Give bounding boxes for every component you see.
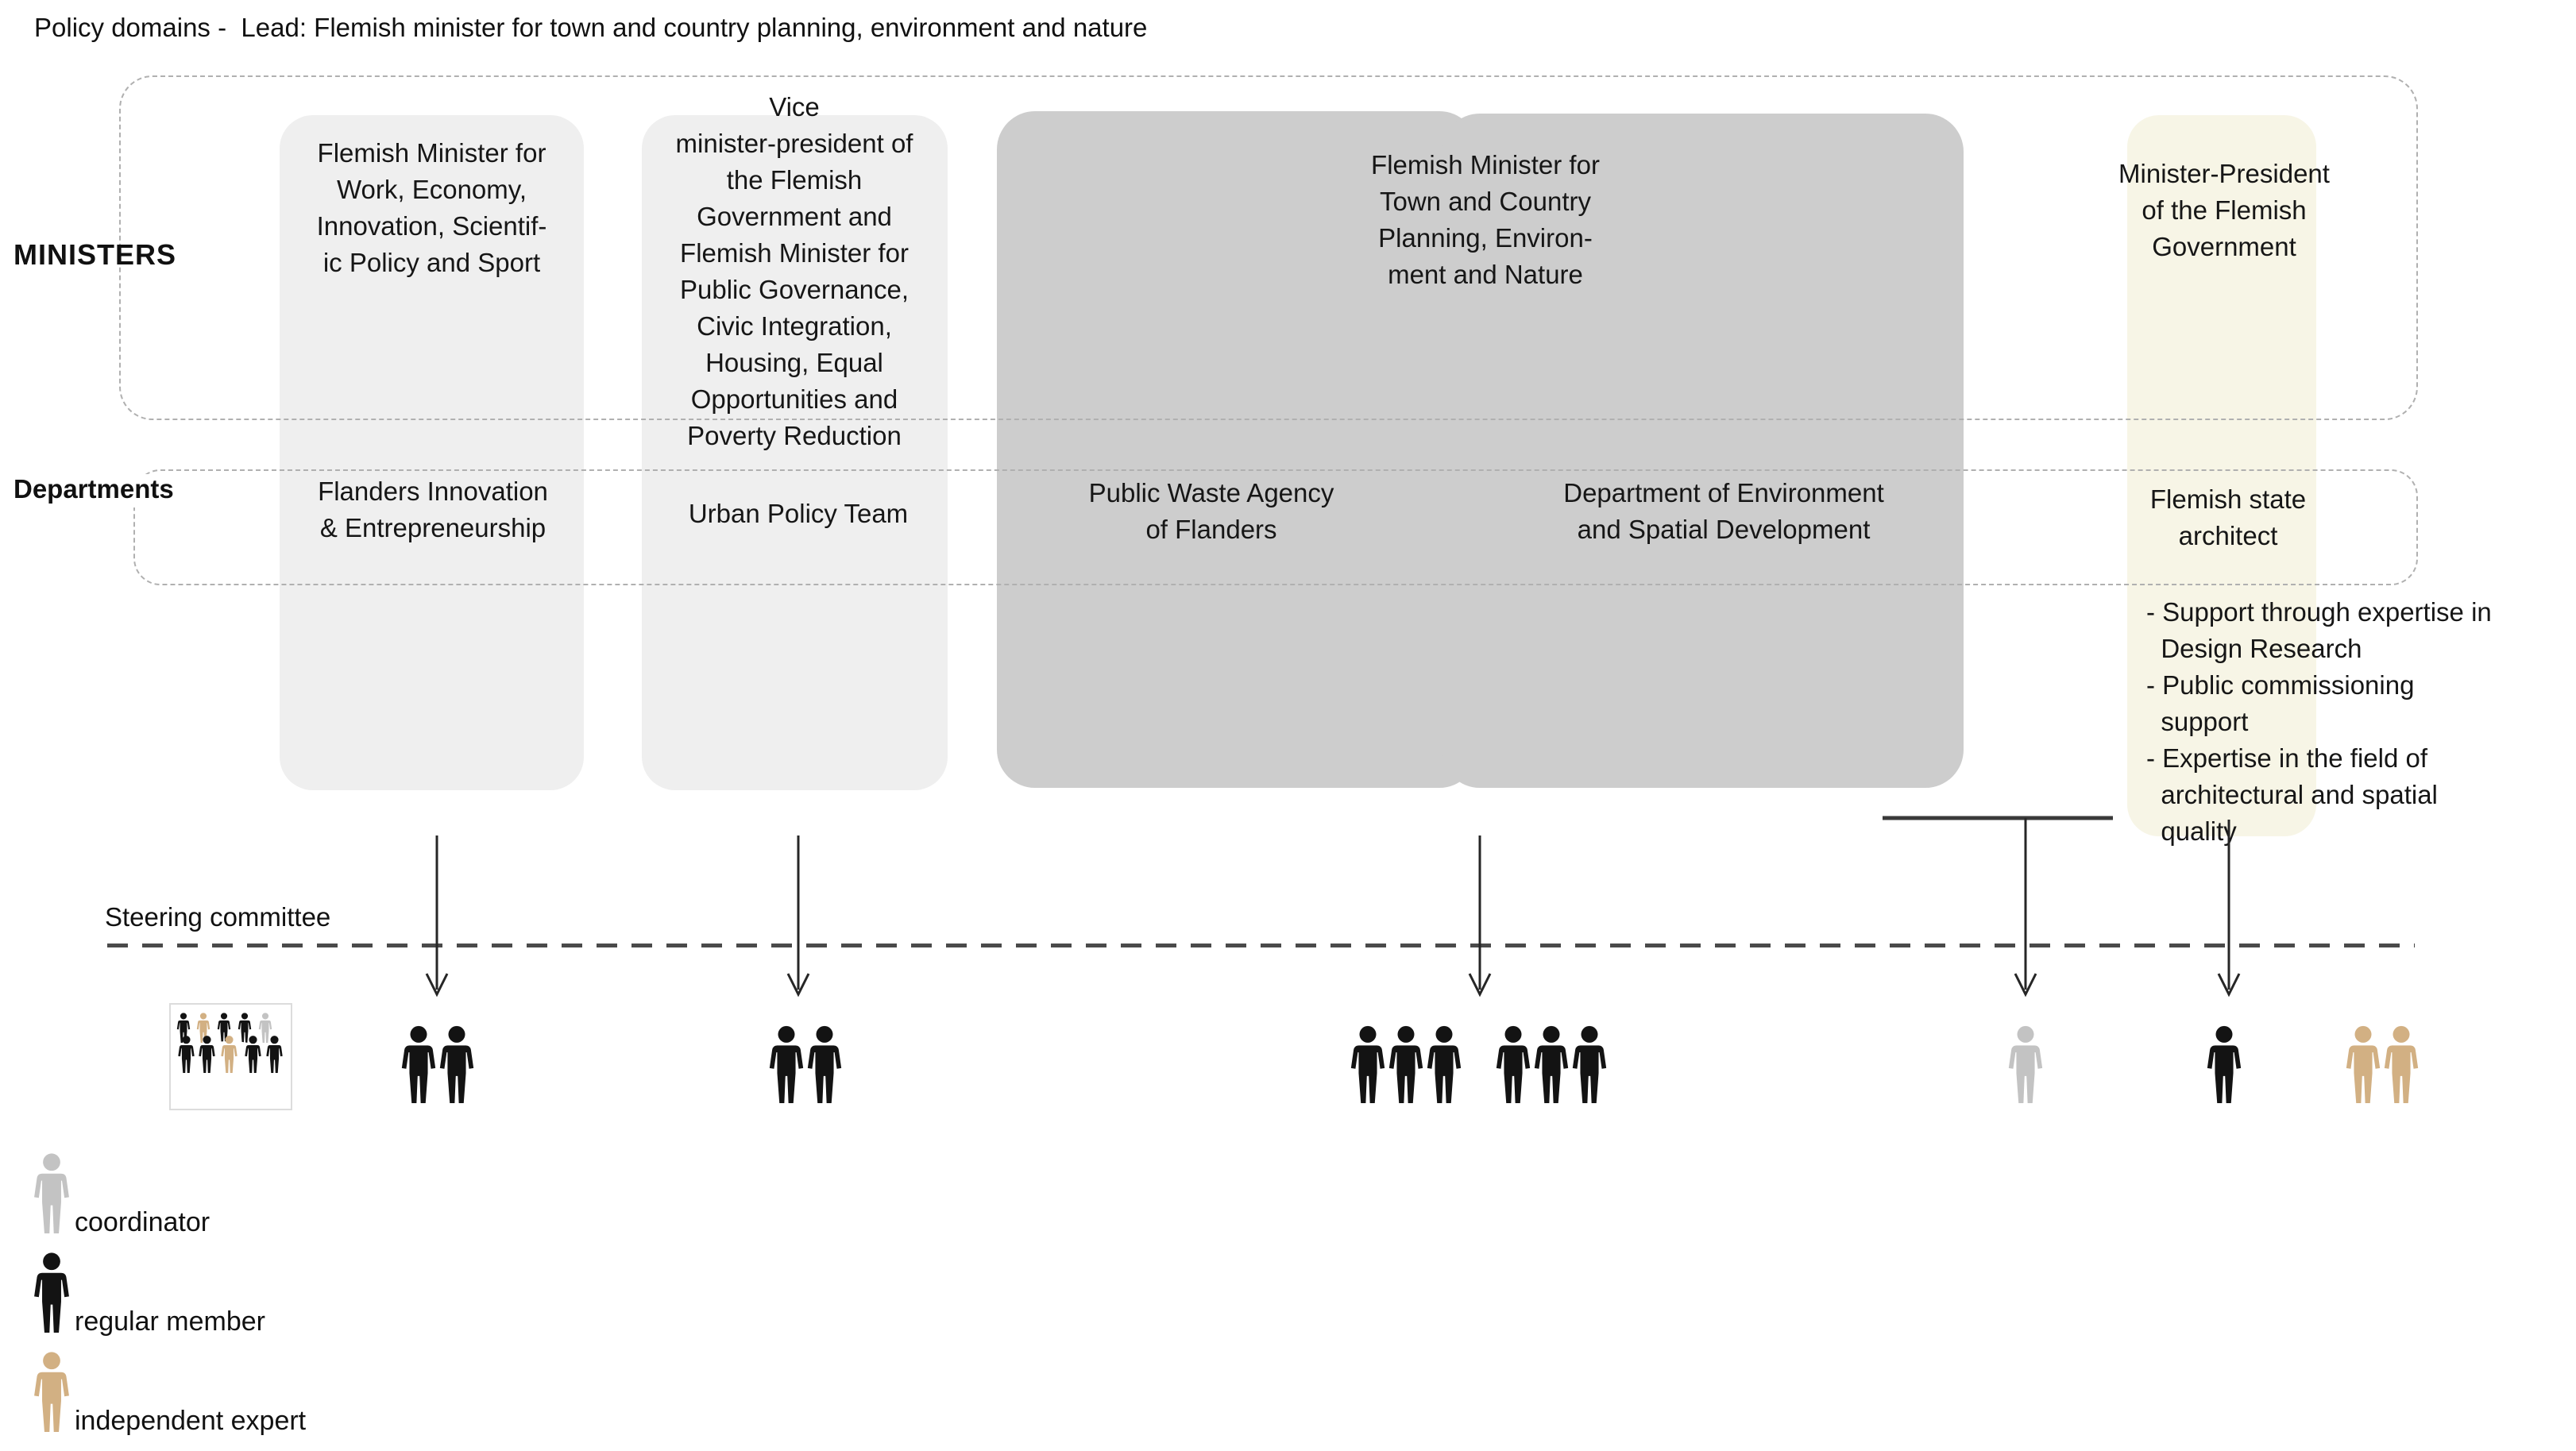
legend-regular-member-label: regular member: [75, 1306, 265, 1337]
member-person-icon: [396, 1014, 441, 1103]
minister-card-work-economy: [280, 115, 584, 790]
steering-committee-label: Steering committee: [105, 902, 331, 932]
legend-independent-expert-icon: [29, 1343, 75, 1432]
state-architect-notes: - Support through expertise in Design Re…: [2146, 597, 2492, 846]
minister-name-work-economy: Flemish Minister for Work, Economy, Inno…: [316, 138, 547, 277]
minister-name-town-country: Flemish Minister for Town and Country Pl…: [1371, 150, 1600, 289]
steering-committee-image: [169, 1003, 292, 1110]
members-group-flanders-innovation: [396, 1014, 474, 1103]
minister-name-vice-president: Vice minister-president of the Flemish G…: [675, 92, 913, 450]
member-mini-person-icon: [176, 1035, 197, 1073]
member-person-icon: [764, 1014, 809, 1103]
member-person-icon: [434, 1014, 479, 1103]
department-environment-spatial: Department of Environment and Spatial De…: [1563, 478, 1884, 544]
legend-coordinator-icon: [29, 1144, 75, 1233]
expert-person-icon: [2341, 1014, 2385, 1103]
department-state-architect: Flemish state architect: [2149, 484, 2307, 550]
member-person-icon: [1567, 1014, 1612, 1103]
ministers-row-label: MINISTERS: [14, 238, 177, 271]
minister-card-vice-president: [642, 115, 948, 790]
member-mini-person-icon: [215, 1013, 233, 1043]
member-person-icon: [1491, 1014, 1535, 1103]
minister-card-town-country-left: [997, 111, 1477, 788]
member-mini-person-icon: [196, 1035, 218, 1073]
departments-row-label: Departments: [14, 474, 182, 507]
member-person-icon: [802, 1014, 847, 1103]
coordinator-person-icon: [2003, 1014, 2048, 1103]
department-urban-policy-team: Urban Policy Team: [688, 499, 909, 528]
coordinator-figure: [2003, 1014, 2043, 1103]
legend-regular-member-icon: [29, 1244, 75, 1333]
department-flanders-innovation: Flanders Innovation & Entrepreneurship: [318, 477, 548, 542]
members-group-urban-policy: [764, 1014, 842, 1103]
minister-name-minister-president: Minister-President of the Flemish Govern…: [2118, 159, 2330, 261]
members-group-environment: [1491, 1014, 1607, 1103]
arrow-down-environment: [1468, 835, 1492, 998]
arrow-down-coordinator: [2014, 818, 2037, 998]
expert-mini-person-icon: [218, 1035, 240, 1073]
member-figure-state-architect: [2202, 1014, 2242, 1103]
member-person-icon: [1346, 1014, 1390, 1103]
member-mini-person-icon: [264, 1035, 285, 1073]
arrow-down-urban-policy: [786, 835, 810, 998]
expert-mini-person-icon: [195, 1013, 212, 1043]
member-mini-person-icon: [242, 1035, 264, 1073]
member-mini-person-icon: [236, 1013, 253, 1043]
arrow-down-flanders-innovation: [425, 835, 449, 998]
steering-committee-dashed-line: [107, 944, 2415, 947]
minister-card-town-country-right: [1442, 114, 1964, 788]
expert-person-icon: [2379, 1014, 2423, 1103]
minister-card-minister-president: [2127, 115, 2316, 836]
department-public-waste-agency: Public Waste Agency of Flanders: [1088, 478, 1334, 544]
diagram-title: Policy domains - Lead: Flemish minister …: [34, 13, 1148, 42]
members-group-public-waste: [1346, 1014, 1462, 1103]
member-person-icon: [1422, 1014, 1466, 1103]
legend-independent-expert-label: independent expert: [75, 1406, 307, 1436]
member-mini-person-icon: [175, 1013, 192, 1043]
legend-coordinator-label: coordinator: [75, 1207, 210, 1237]
coordinator-mini-person-icon: [257, 1013, 274, 1043]
independent-experts-figures: [2341, 1014, 2419, 1103]
member-person-icon: [2202, 1014, 2246, 1103]
member-person-icon: [1529, 1014, 1574, 1103]
member-person-icon: [1384, 1014, 1428, 1103]
